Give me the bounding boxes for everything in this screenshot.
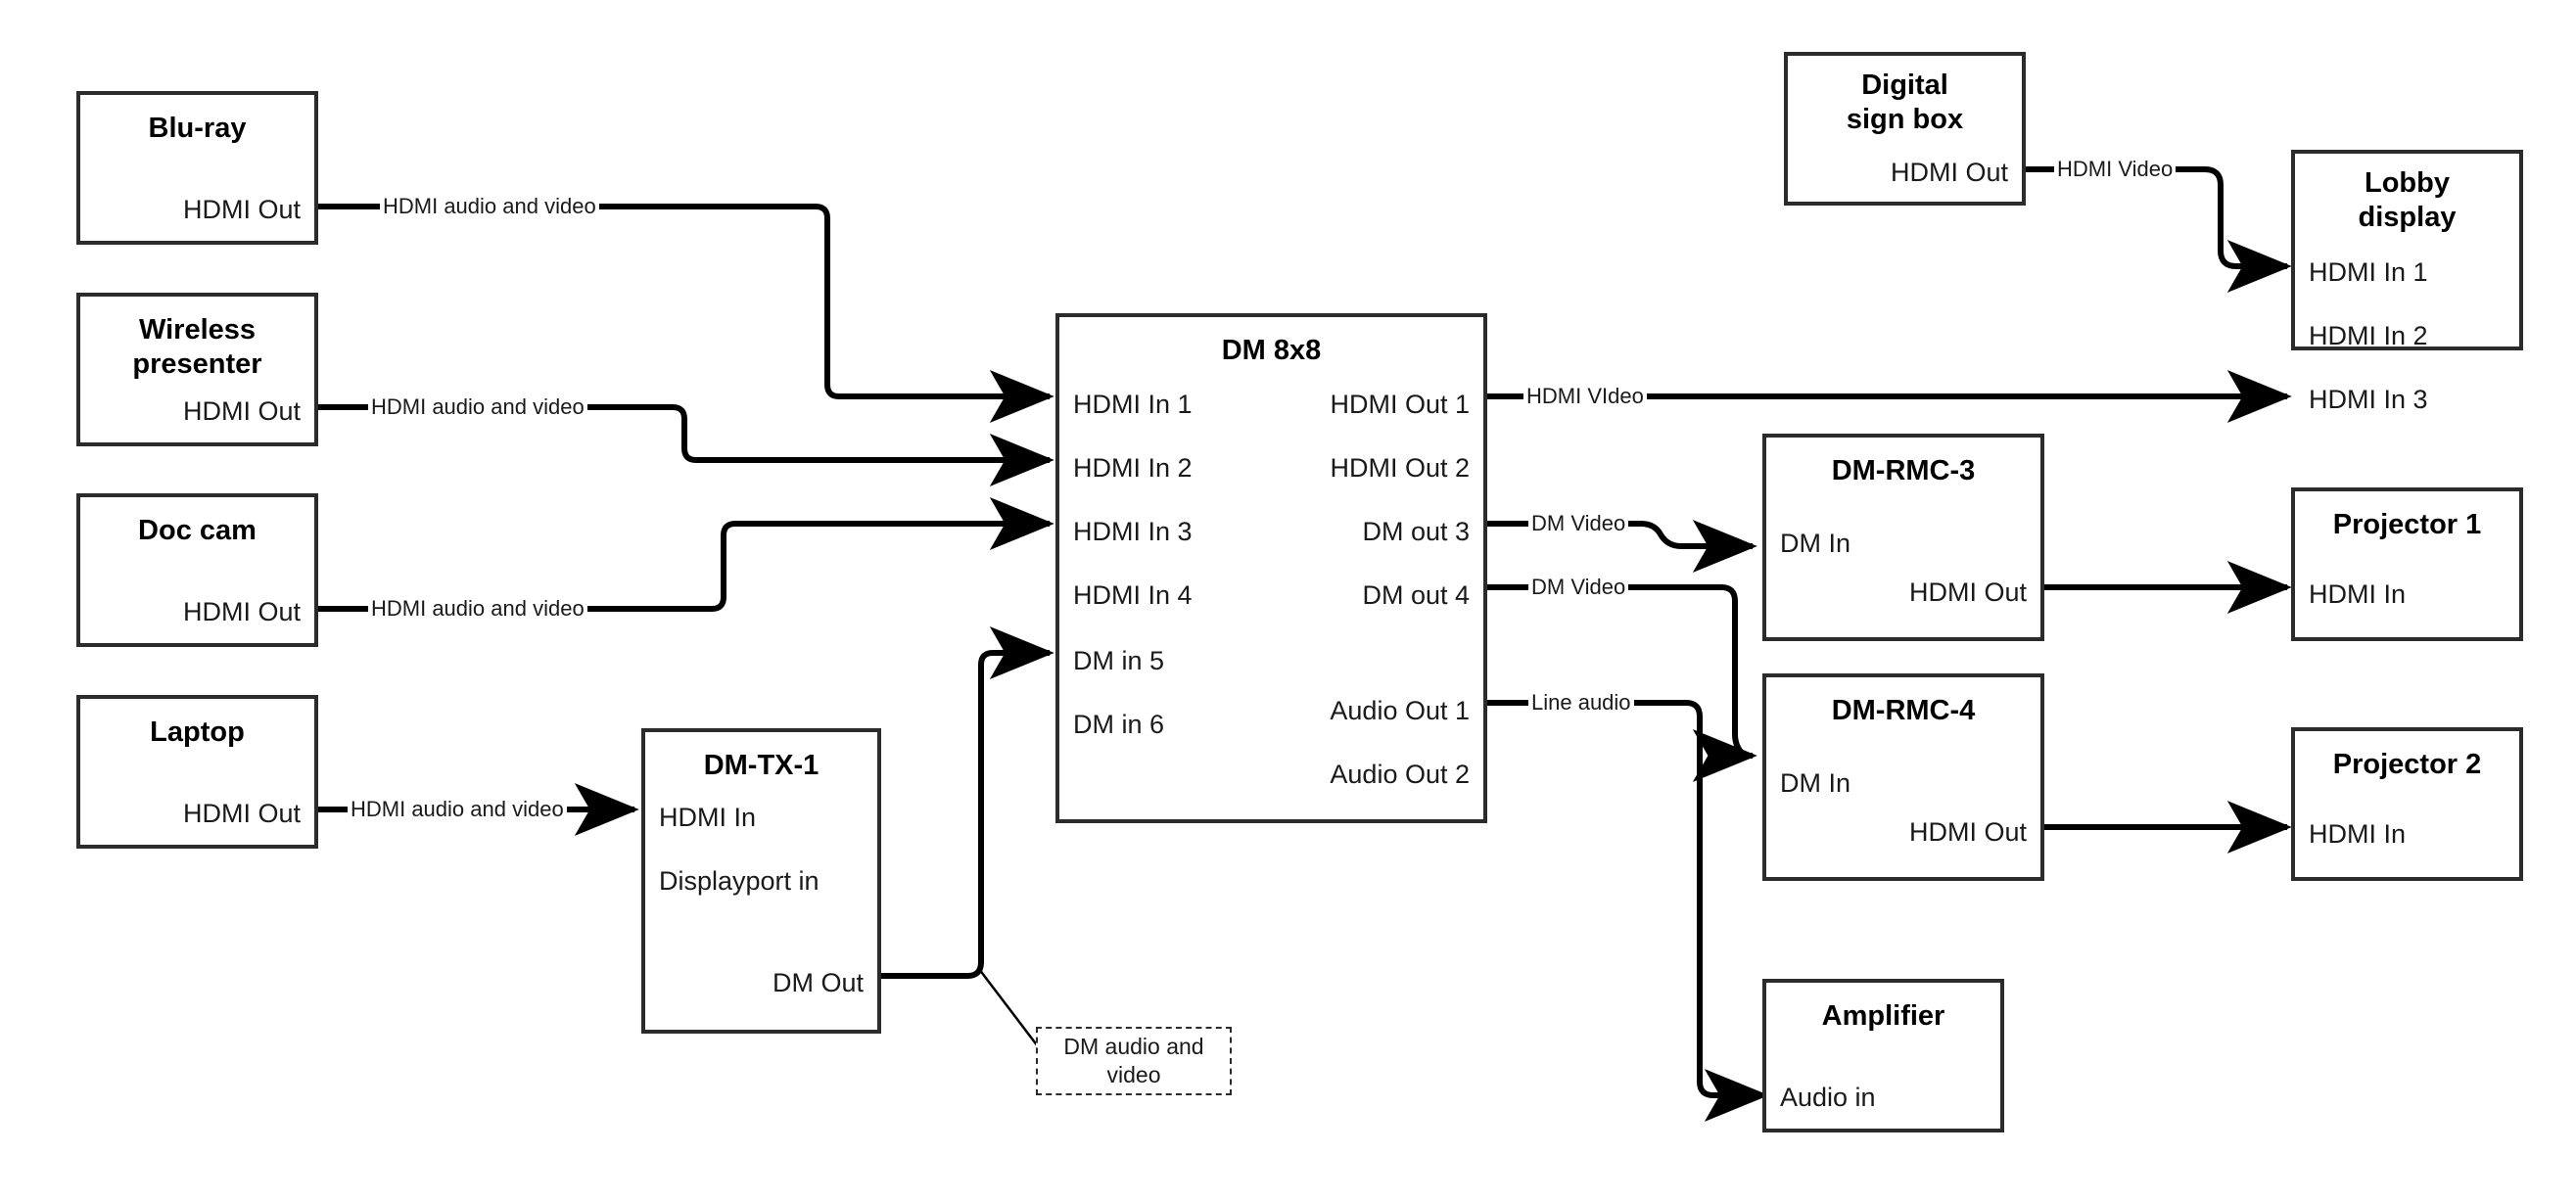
wire-dm-out-4-to-rmc4: [1487, 584, 1757, 782]
wire-label-doccam-to-in3: HDMI audio and video: [368, 598, 587, 620]
port-dm8x8-hdmi-out-1: HDMI Out 1: [1330, 390, 1470, 419]
port-signbox-hdmi-out: HDMI Out: [1890, 158, 2008, 187]
port-bluray-hdmi-out: HDMI Out: [182, 195, 301, 224]
port-projector1-hdmi-in: HDMI In: [2309, 579, 2407, 609]
wire-signbox-to-lobby-in-1: [1860, 166, 2292, 293]
node-dm-rmc-3[interactable]: DM-RMC-3 DM In HDMI Out: [1762, 434, 2044, 641]
port-lobby-hdmi-in-2: HDMI In 2: [2309, 321, 2428, 350]
node-dm-rmc-3-title: DM-RMC-3: [1831, 455, 1976, 486]
port-rmc3-hdmi-out: HDMI Out: [1908, 577, 2027, 607]
node-dm-8x8-title: DM 8x8: [1221, 335, 1322, 366]
node-bluray-title: Blu-ray: [148, 113, 247, 144]
wire-audio-out-1-to-amplifier: [1487, 700, 1769, 1122]
port-rmc4-hdmi-out: HDMI Out: [1908, 817, 2027, 847]
port-dmtx1-dm-out: DM Out: [772, 968, 864, 997]
port-dm8x8-hdmi-in-1: HDMI In 1: [1073, 390, 1193, 419]
port-lobby-hdmi-in-3: HDMI In 3: [2309, 385, 2428, 414]
note-dm-audio-and-video: DM audio and video: [1036, 1027, 1232, 1095]
node-lobby-display[interactable]: Lobby display HDMI In 1 HDMI In 2 HDMI I…: [2291, 150, 2523, 413]
port-doccam-hdmi-out: HDMI Out: [182, 597, 301, 626]
wire-label-laptop-to-tx1: HDMI audio and video: [348, 799, 567, 820]
wire-dm-out-3-to-rmc3: [1487, 520, 1757, 573]
wire-label-audioout1-to-amp: Line audio: [1528, 692, 1634, 714]
port-dm8x8-hdmi-out-2: HDMI Out 2: [1330, 453, 1470, 483]
node-bluray[interactable]: Blu-ray HDMI Out: [76, 91, 318, 245]
node-projector-1-title: Projector 1: [2332, 509, 2482, 540]
node-laptop[interactable]: Laptop HDMI Out: [76, 695, 318, 849]
node-amplifier-title: Amplifier: [1821, 1000, 1945, 1032]
port-dm8x8-audio-out-2: Audio Out 2: [1330, 760, 1470, 789]
node-dm-rmc-4[interactable]: DM-RMC-4 DM In HDMI Out: [1762, 673, 2044, 881]
node-dm-rmc-4-title: DM-RMC-4: [1831, 695, 1976, 726]
port-lobby-hdmi-in-1: HDMI In 1: [2309, 257, 2428, 287]
node-projector-1[interactable]: Projector 1 HDMI In: [2291, 487, 2523, 641]
wire-label-wireless-to-in2: HDMI audio and video: [368, 396, 587, 418]
port-dm8x8-hdmi-in-4: HDMI In 4: [1073, 580, 1193, 610]
port-dm8x8-dm-out-4: DM out 4: [1362, 580, 1470, 610]
node-digital-sign-box[interactable]: Digital sign box HDMI Out: [1784, 52, 2026, 206]
wire-doccam-to-hdmi-in-3: [318, 497, 1054, 612]
wire-label-dmout3-to-rmc3: DM Video: [1528, 513, 1629, 534]
node-wireless-presenter-title: Wireless presenter: [132, 314, 262, 381]
port-dm8x8-hdmi-in-2: HDMI In 2: [1073, 453, 1193, 483]
node-wireless-presenter[interactable]: Wireless presenter HDMI Out: [76, 293, 318, 446]
port-dm8x8-hdmi-in-3: HDMI In 3: [1073, 517, 1193, 546]
wire-label-bluray-to-in1: HDMI audio and video: [380, 196, 599, 217]
port-dm8x8-audio-out-1: Audio Out 1: [1330, 696, 1470, 725]
node-projector-2-title: Projector 2: [2332, 749, 2482, 780]
wire-label-dmout4-to-rmc4: DM Video: [1528, 577, 1629, 598]
port-dm8x8-dm-in-5: DM in 5: [1073, 646, 1165, 675]
port-dmtx1-displayport-in: Displayport in: [659, 866, 820, 896]
port-dm8x8-dm-out-3: DM out 3: [1362, 517, 1470, 546]
node-lobby-display-title: Lobby display: [2358, 167, 2457, 234]
node-doc-cam[interactable]: Doc cam HDMI Out: [76, 493, 318, 647]
port-projector2-hdmi-in: HDMI In: [2309, 819, 2407, 849]
port-rmc4-dm-in: DM In: [1780, 768, 1851, 798]
node-amplifier[interactable]: Amplifier Audio in: [1762, 979, 2004, 1132]
wire-label-signbox-to-lobby: HDMI Video: [2054, 159, 2177, 180]
wire-bluray-to-hdmi-in-1: [318, 204, 1054, 423]
leader-line-dm-note: [978, 968, 1042, 1051]
node-dm-tx-1-title: DM-TX-1: [703, 750, 820, 781]
port-dmtx1-hdmi-in: HDMI In: [659, 803, 757, 832]
port-wireless-hdmi-out: HDMI Out: [182, 396, 301, 426]
node-dm-8x8[interactable]: DM 8x8 HDMI In 1 HDMI In 2 HDMI In 3 HDM…: [1055, 313, 1487, 823]
port-dm8x8-dm-in-6: DM in 6: [1073, 710, 1165, 739]
wire-label-hdmiout1-to-lobby: HDMI VIdeo: [1523, 386, 1647, 407]
port-amplifier-audio-in: Audio in: [1780, 1083, 1876, 1112]
wire-dmtx1-to-dm-in-5: [881, 626, 1054, 979]
port-laptop-hdmi-out: HDMI Out: [182, 799, 301, 828]
port-rmc3-dm-in: DM In: [1780, 529, 1851, 558]
wire-wireless-to-hdmi-in-2: [318, 404, 1054, 486]
node-digital-sign-box-title: Digital sign box: [1846, 69, 1964, 136]
node-doc-cam-title: Doc cam: [138, 515, 257, 546]
node-projector-2[interactable]: Projector 2 HDMI In: [2291, 727, 2523, 881]
node-dm-tx-1[interactable]: DM-TX-1 HDMI In Displayport in DM Out: [641, 728, 881, 1034]
node-laptop-title: Laptop: [150, 716, 245, 748]
